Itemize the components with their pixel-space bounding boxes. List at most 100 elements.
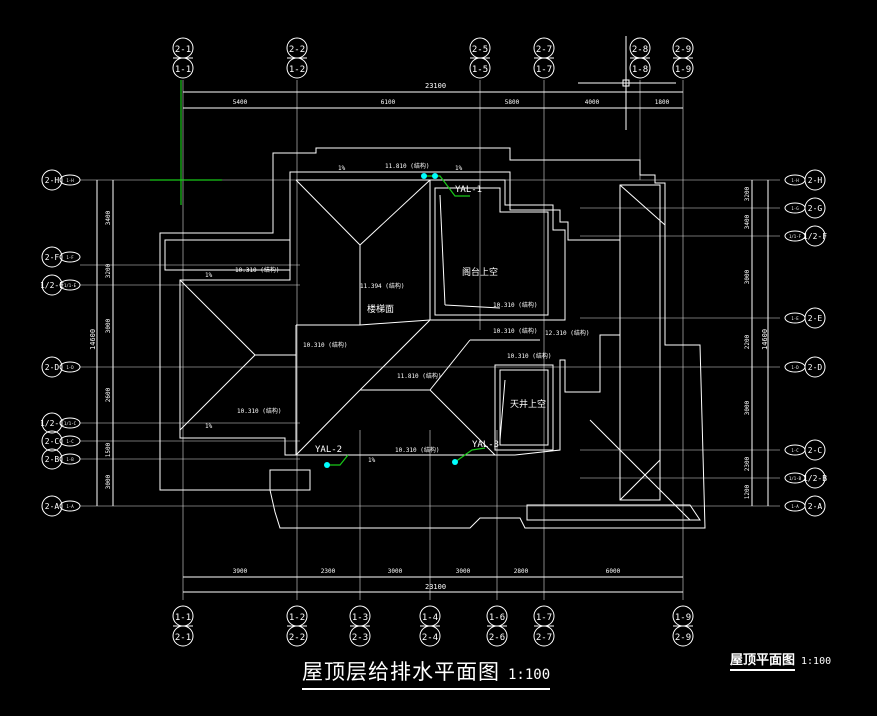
dim-text: 5400 [233, 99, 248, 106]
svg-text:1%: 1% [205, 423, 213, 430]
grid-label: 2-1 [175, 633, 191, 643]
dim-text: 3000 [105, 318, 112, 333]
dim-text: 1800 [655, 99, 670, 106]
dim-text: 1500 [105, 442, 112, 457]
grid-label: 2-2 [289, 45, 305, 55]
riser-yl1-marker[interactable] [421, 173, 427, 179]
dim-text: 2800 [514, 568, 529, 575]
grid-label: 2-A [808, 502, 823, 511]
svg-text:1%: 1% [368, 457, 376, 464]
grid-sublabel: 1-C [66, 439, 74, 444]
grid-bubble-sub [59, 435, 81, 447]
dim-right-total: 14600 [761, 329, 769, 350]
grid-bubble-sub [59, 453, 81, 465]
svg-text:10.310 (结构): 10.310 (结构) [507, 352, 552, 360]
dim-text: 2300 [321, 568, 336, 575]
dim-text: 4000 [585, 99, 600, 106]
dim-text: 3000 [744, 400, 751, 415]
grid-lines [80, 80, 780, 600]
grid-bubble-sub [59, 500, 81, 512]
grid-label: 2-5 [472, 45, 488, 55]
svg-text:1%: 1% [338, 165, 346, 172]
riser-yl1b-marker[interactable] [432, 173, 438, 179]
grid-bubble-sub [59, 361, 81, 373]
grid-bubble [41, 495, 63, 517]
grid-label: 1-7 [536, 613, 552, 623]
grid-label: 2-F [45, 253, 60, 262]
svg-text:1%: 1% [205, 272, 213, 279]
grid-label: 1/2-B [803, 474, 827, 483]
grid-sublabel: 1-H [66, 178, 74, 183]
grid-label: 2-C [808, 446, 823, 455]
grid-label: 2-3 [352, 633, 368, 643]
grid-label: 1-6 [489, 613, 505, 623]
dim-text: 2600 [105, 387, 112, 402]
grid-bubble-sub [59, 174, 81, 186]
room-label-balcony-void: 阁台上空 [462, 266, 498, 278]
svg-text:10.310 (结构): 10.310 (结构) [395, 446, 440, 454]
cad-cursor-icon[interactable] [578, 36, 676, 130]
grid-label: 1-1 [175, 65, 191, 75]
grid-label: 2-E [808, 314, 823, 323]
grid-label: 1-2 [289, 613, 305, 623]
dim-text: 3200 [105, 263, 112, 278]
grid-bubble [804, 197, 826, 219]
elevation-tags: 11.810 (结构) 10.310 (结构) 11.394 (结构) 10.3… [235, 162, 590, 454]
grid-sublabel: 1-G [791, 206, 799, 211]
grid-sublabel: 1-D [66, 365, 74, 370]
dim-text: 3400 [744, 214, 751, 229]
riser-yl3-marker[interactable] [452, 459, 458, 465]
grid-sublabel: 1/1-E [64, 283, 77, 288]
slope-marks: 1% 1% 1% 1% 1% [205, 165, 463, 464]
riser-yl2-marker[interactable] [324, 462, 330, 468]
grid-label: 1-2 [289, 65, 305, 75]
grid-sublabel: 1-D [791, 365, 799, 370]
dim-text: 2200 [744, 334, 751, 349]
dim-left-total: 14600 [89, 329, 97, 350]
svg-text:11.810 (结构): 11.810 (结构) [397, 372, 442, 380]
riser-label-yl1: YAL-1 [455, 185, 482, 195]
grid-sublabel: 1-C [791, 448, 799, 453]
grid-label: 2-7 [536, 633, 552, 643]
ucs-axis-icon [150, 80, 222, 205]
dim-text: 2300 [744, 456, 751, 471]
grid-label: 2-8 [632, 45, 648, 55]
grid-bubble [804, 169, 826, 191]
dim-text: 6100 [381, 99, 396, 106]
dim-text: 6000 [606, 568, 621, 575]
grid-sublabel: 1-A [791, 504, 799, 509]
dim-top-total: 23100 [425, 82, 446, 90]
grid-label: 1-1 [175, 613, 191, 623]
dim-text: 3000 [105, 474, 112, 489]
grid-label: 1-9 [675, 613, 691, 623]
svg-text:12.310 (结构): 12.310 (结构) [545, 329, 590, 337]
grid-bubble [41, 356, 63, 378]
grid-bubble [804, 356, 826, 378]
dim-text: 3000 [388, 568, 403, 575]
grid-bubble [804, 495, 826, 517]
grid-sublabel: 1/1-B [789, 476, 802, 481]
grid-sublabel: 1-A [66, 504, 74, 509]
grid-bubble-sub [59, 279, 81, 291]
dimension-lines [96, 91, 769, 593]
grid-label: 2-1 [175, 45, 191, 55]
grid-bubble [804, 467, 826, 489]
grid-label: 2-D [45, 363, 60, 372]
svg-text:1%: 1% [455, 165, 463, 172]
grid-sublabel: 1-E [791, 316, 799, 321]
grid-label: 2-C [45, 437, 60, 446]
grid-label: 2-6 [489, 633, 505, 643]
grid-bubble [804, 225, 826, 247]
grid-sublabel: 1-B [66, 457, 74, 462]
grid-label: 1-9 [675, 65, 691, 75]
grid-bubble [41, 246, 63, 268]
grid-label: 2-D [808, 363, 823, 372]
roof-ridges [179, 179, 691, 521]
